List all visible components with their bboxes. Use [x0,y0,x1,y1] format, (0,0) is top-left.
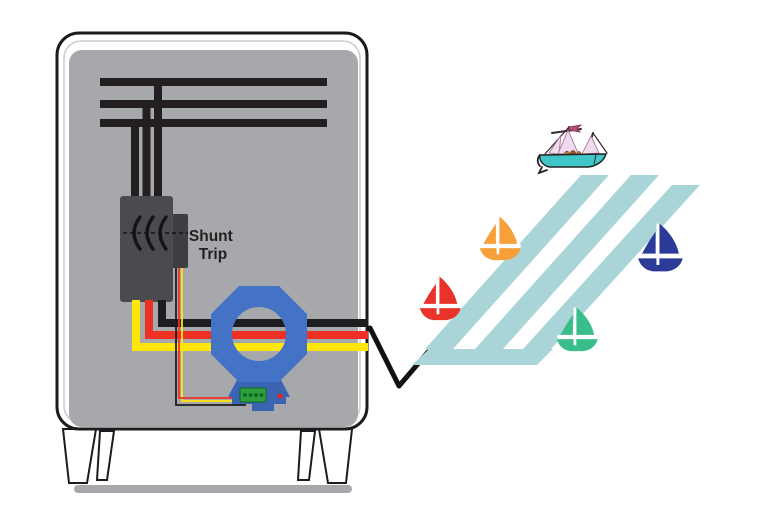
marina-dock [412,175,700,365]
sailboat-orange [479,216,521,261]
feed-wire [154,80,162,198]
breaker-body [120,196,173,302]
control-wire-yellow [181,268,250,402]
trawler-hull [539,153,607,168]
dock-pier [425,175,609,349]
connector-pointer [367,325,431,389]
dock-pier [475,175,659,349]
sensor-control-wires [175,268,250,406]
ct-led [277,393,283,399]
dock-walkway [412,349,553,365]
cabinet-legs [61,428,354,484]
trawler-bow-curl [536,154,548,175]
bus-bar [100,78,327,86]
shunt-trip-breaker: Shunt Trip [120,196,237,302]
current-transformer-ring [211,286,307,411]
cabinet-shadow [74,485,352,493]
control-wire-red [178,268,250,399]
cabinet-leg-back-right [296,430,317,481]
shunt-trip-label: Shunt Trip [189,228,237,263]
bus-bars [100,78,327,198]
control-wire-black [175,268,246,406]
terminal-screws [243,393,264,397]
shunt-trip-accessory [171,214,188,268]
feed-wire [131,121,139,198]
electrical-panel: Shunt Trip [55,31,369,493]
trawler-sails [548,128,600,155]
ct-ring [211,286,307,382]
trawler-flag [568,124,583,133]
bus-bar [100,119,327,127]
bus-bar [100,100,327,108]
feed-wire [142,102,151,198]
cabinet-leg-front-right [317,428,354,484]
fishing-trawler [536,124,608,175]
ct-terminal-block [239,387,267,403]
sailboat-red [419,276,461,321]
dock-pier [523,185,700,349]
cabinet-leg-front-left [61,428,98,484]
trawler-transom-line [593,154,597,165]
cabinet-leg-back-left [95,430,116,481]
